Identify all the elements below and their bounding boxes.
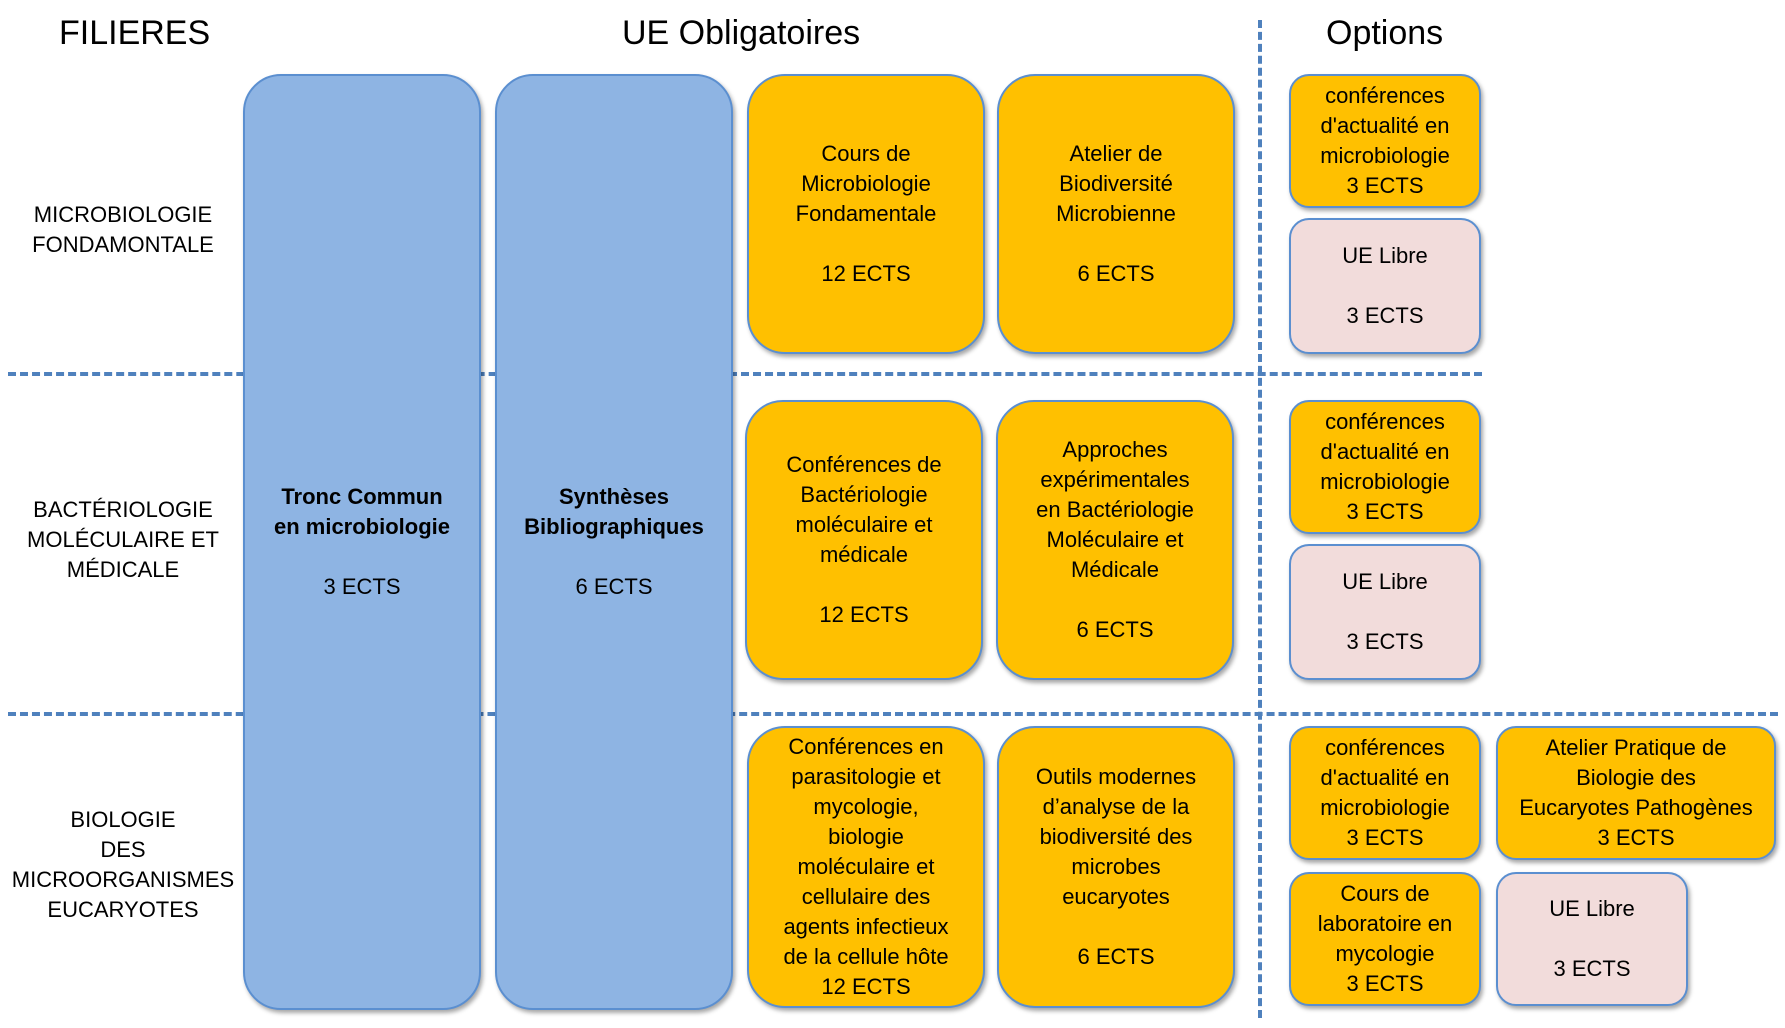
option-ue-libre-2: UE Libre 3 ECTS	[1289, 544, 1481, 680]
header-options: Options	[1326, 14, 1444, 52]
ue-approches-experimentales: Approches expérimentales en Bactériologi…	[996, 400, 1234, 680]
option-conferences-actualite-1: conférences d'actualité en microbiologie…	[1289, 74, 1481, 208]
row-divider-2	[8, 712, 1778, 716]
column-divider	[1258, 20, 1262, 1018]
ue-cours-microbiologie-fondamentale: Cours de Microbiologie Fondamentale 12 E…	[747, 74, 985, 354]
option-ue-libre-3: UE Libre 3 ECTS	[1496, 872, 1688, 1006]
row-label-bacteriologie: BACTÉRIOLOGIE MOLÉCULAIRE ET MÉDICALE	[27, 497, 219, 582]
ue-atelier-biodiversite: Atelier de Biodiversité Microbienne 6 EC…	[997, 74, 1235, 354]
ue-tronc-commun: Tronc Commun en microbiologie 3 ECTS	[243, 74, 481, 1010]
row-label-eucaryotes: BIOLOGIE DES MICROORGANISMES EUCARYOTES	[11, 807, 235, 922]
ue-conferences-bacteriologie: Conférences de Bactériologie moléculaire…	[745, 400, 983, 680]
option-conferences-actualite-3: conférences d'actualité en microbiologie…	[1289, 726, 1481, 860]
header-ue-obligatoires: UE Obligatoires	[622, 14, 861, 52]
ue-syntheses-bibliographiques: Synthèses Bibliographiques 6 ECTS	[495, 74, 733, 1010]
option-atelier-pratique-eucaryotes: Atelier Pratique de Biologie des Eucaryo…	[1496, 726, 1776, 860]
option-cours-laboratoire-mycologie: Cours de laboratoire en mycologie 3 ECTS	[1289, 872, 1481, 1006]
option-ue-libre-1: UE Libre 3 ECTS	[1289, 218, 1481, 354]
header-filieres: FILIERES	[59, 14, 211, 52]
ue-outils-modernes: Outils modernes d’analyse de la biodiver…	[997, 726, 1235, 1008]
row-divider-1	[8, 372, 1482, 376]
row-label-microbiologie: MICROBIOLOGIE FONDAMONTALE	[32, 202, 214, 257]
option-conferences-actualite-2: conférences d'actualité en microbiologie…	[1289, 400, 1481, 534]
ue-conferences-parasitologie: Conférences en parasitologie et mycologi…	[747, 726, 985, 1008]
